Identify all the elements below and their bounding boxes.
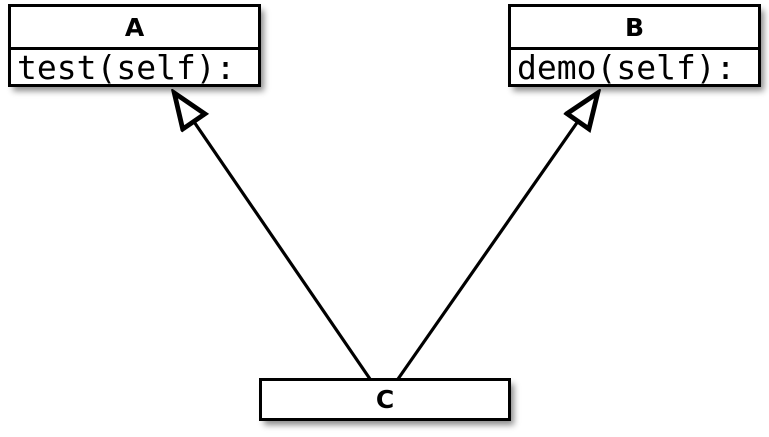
generalization-c-to-a: [175, 94, 372, 380]
compartment-divider-b: [511, 47, 758, 50]
uml-class-b[interactable]: B demo(self):: [508, 4, 761, 87]
class-members-b: demo(self):: [511, 50, 758, 84]
member-b-0: demo(self):: [517, 50, 736, 84]
class-name-c: C: [375, 385, 395, 414]
member-a-0: test(self):: [17, 50, 236, 84]
generalization-c-to-b: [396, 94, 597, 380]
class-name-b: B: [624, 12, 645, 42]
uml-class-c[interactable]: C: [259, 378, 511, 421]
class-members-a: test(self):: [11, 50, 258, 84]
uml-class-a[interactable]: A test(self):: [8, 4, 261, 87]
compartment-divider-a: [11, 47, 258, 50]
class-name-a: A: [124, 12, 145, 42]
